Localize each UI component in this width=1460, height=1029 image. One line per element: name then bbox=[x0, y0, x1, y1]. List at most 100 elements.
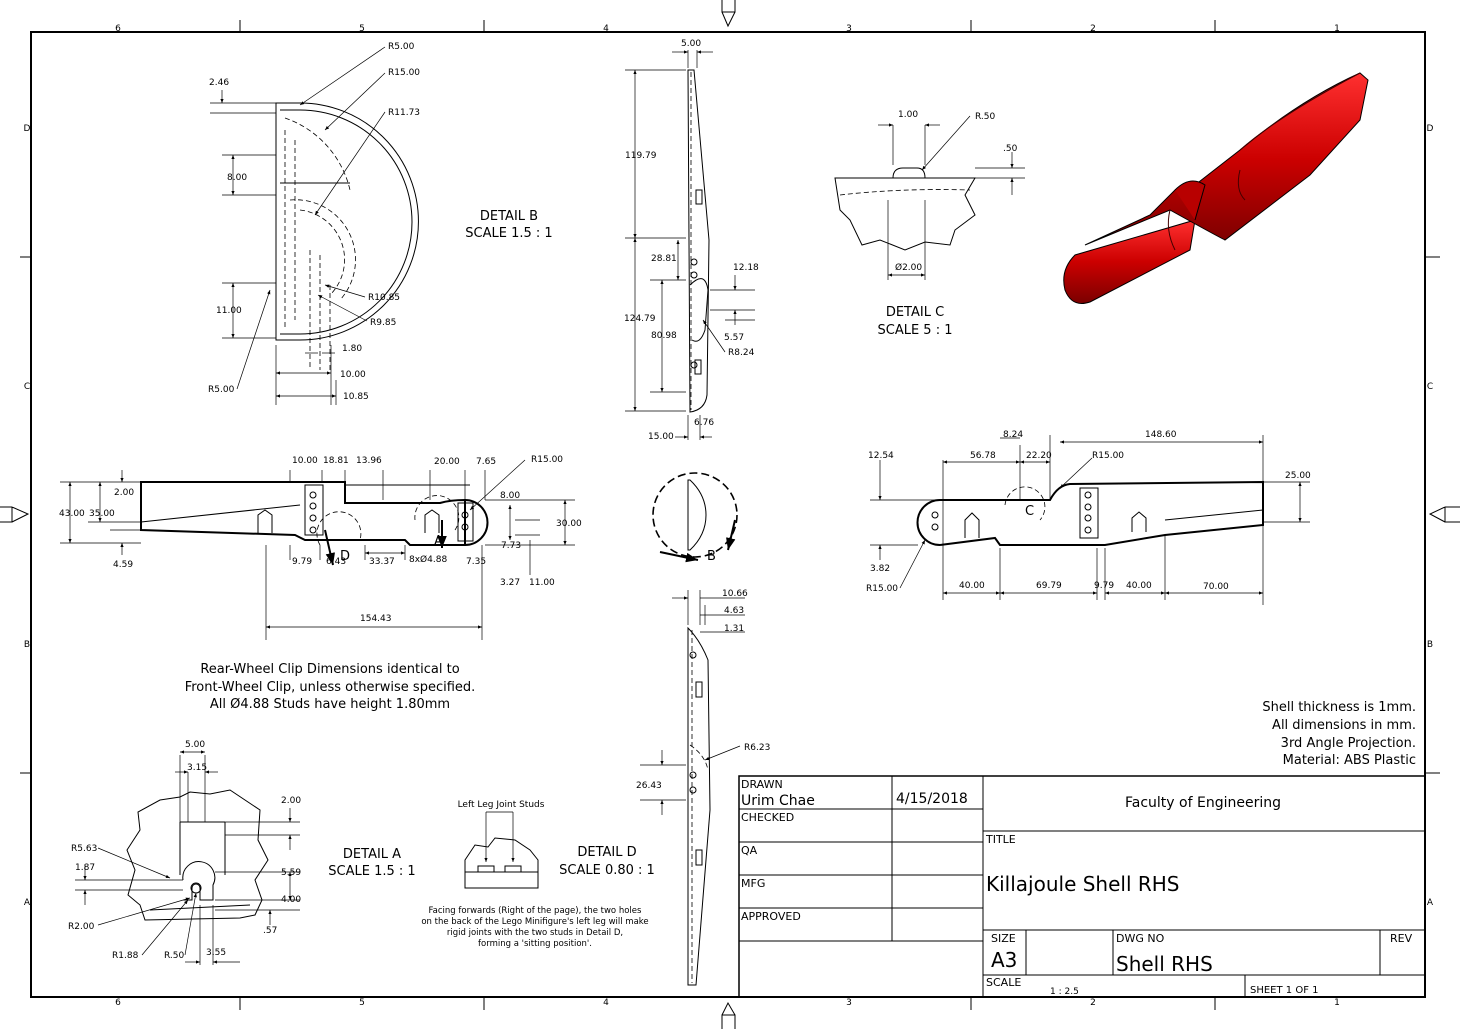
note-line: Front-Wheel Clip, unless otherwise speci… bbox=[185, 680, 476, 695]
dimension-label: 80.98 bbox=[651, 331, 677, 341]
shell-3d-model bbox=[1063, 72, 1369, 304]
general-notes: Shell thickness is 1mm. All dimensions i… bbox=[1262, 700, 1416, 768]
dwg-no: Shell RHS bbox=[1116, 952, 1213, 976]
dimension-label: 8.00 bbox=[500, 491, 520, 501]
dimension-label: R11.73 bbox=[388, 108, 420, 118]
row-label-left: A bbox=[24, 898, 31, 908]
dimension-label: R15.00 bbox=[866, 584, 898, 594]
side-view-bottom: 10.66 4.63 1.31 R6.23 26.43 bbox=[636, 589, 770, 986]
detail-c-scale: SCALE 5 : 1 bbox=[878, 323, 953, 338]
dimension-label: 70.00 bbox=[1203, 582, 1229, 592]
dimension-label: 8.24 bbox=[1003, 430, 1023, 440]
dimension-label: 40.00 bbox=[1126, 581, 1152, 591]
drawing-scale: 1 : 2.5 bbox=[1050, 987, 1079, 997]
dimension-label: R.50 bbox=[975, 112, 996, 122]
dimension-label: 10.00 bbox=[340, 370, 366, 380]
side-view-top: 5.00 119.79 28.81 124.79 80.98 12.18 5.5… bbox=[624, 39, 759, 442]
detail-d-title: DETAIL D SCALE 0.80 : 1 bbox=[559, 845, 655, 878]
dimension-label: 3.27 bbox=[500, 578, 520, 588]
detail-c-view: 1.00 R.50 .50 Ø2.00 bbox=[834, 110, 1025, 280]
dimension-label: 4.63 bbox=[724, 606, 744, 616]
dimension-label: 22.20 bbox=[1026, 451, 1052, 461]
dimension-label: 6.43 bbox=[326, 557, 346, 567]
dimension-label: 119.79 bbox=[625, 151, 657, 161]
dimension-label: 43.00 bbox=[59, 509, 85, 519]
note-line: 3rd Angle Projection. bbox=[1281, 736, 1416, 751]
dimension-label: R2.00 bbox=[68, 922, 95, 932]
dimension-label: .50 bbox=[1003, 144, 1018, 154]
note-line: Rear-Wheel Clip Dimensions identical to bbox=[200, 662, 459, 677]
dimension-label: 10.85 bbox=[343, 392, 369, 402]
note-line: All Ø4.88 Studs have height 1.80mm bbox=[210, 697, 450, 712]
col-label-top: 3 bbox=[846, 24, 852, 34]
scale-label: SCALE bbox=[986, 976, 1021, 989]
front-view-dimensions: 10.00 18.81 13.96 20.00 7.65 R15.00 8.00… bbox=[59, 455, 582, 624]
dimension-label: R.50 bbox=[164, 951, 185, 961]
detail-b-name: DETAIL B bbox=[480, 209, 538, 224]
dimension-label: 154.43 bbox=[360, 614, 392, 624]
dimension-label: 1.80 bbox=[342, 344, 362, 354]
note-line: forming a 'sitting position'. bbox=[478, 939, 592, 949]
detail-c-name: DETAIL C bbox=[886, 305, 944, 320]
dimension-label: 5.57 bbox=[724, 333, 744, 343]
title-block: DRAWN Urim Chae 4/15/2018 CHECKED QA MFG… bbox=[738, 775, 1426, 998]
note-line: All dimensions in mm. bbox=[1272, 718, 1416, 733]
detail-a-view: 5.00 3.15 2.00 R5.63 1.87 5.59 4.00 .57 … bbox=[68, 740, 301, 965]
dimension-label: 7.65 bbox=[476, 457, 496, 467]
detail-b-callout: B bbox=[652, 472, 738, 564]
dimension-label: R5.00 bbox=[208, 385, 235, 395]
detail-a-scale: SCALE 1.5 : 1 bbox=[328, 864, 415, 879]
dimension-label: 13.96 bbox=[356, 456, 382, 466]
view-marker-c: C bbox=[1025, 504, 1034, 519]
title-label: TITLE bbox=[985, 833, 1016, 846]
sheet-size: A3 bbox=[991, 948, 1017, 972]
dimension-label: R6.23 bbox=[744, 743, 770, 753]
detail-b-dimensions: R5.00 R15.00 R11.73 2.46 8.00 11.00 R10.… bbox=[208, 42, 420, 402]
detail-d-scale: SCALE 0.80 : 1 bbox=[559, 863, 655, 878]
col-label-bottom: 1 bbox=[1334, 998, 1340, 1008]
dimension-label: 15.00 bbox=[648, 432, 674, 442]
drawn-label: DRAWN bbox=[741, 778, 783, 791]
dimension-label: 4.00 bbox=[281, 895, 301, 905]
note-line: Facing forwards (Right of the page), the… bbox=[429, 906, 642, 916]
clip-note: Rear-Wheel Clip Dimensions identical to … bbox=[185, 662, 476, 712]
view-marker-d: D bbox=[340, 549, 350, 564]
col-label-bottom: 3 bbox=[846, 998, 852, 1008]
dimension-label: .57 bbox=[263, 926, 277, 936]
dimension-label: R15.00 bbox=[531, 455, 563, 465]
dimension-label: 40.00 bbox=[959, 581, 985, 591]
dimension-label: 33.37 bbox=[369, 557, 395, 567]
dimension-label: 3.15 bbox=[187, 763, 207, 773]
dimension-label: 4.59 bbox=[113, 560, 133, 570]
dimension-label: R15.00 bbox=[388, 68, 420, 78]
detail-a-title: DETAIL A SCALE 1.5 : 1 bbox=[328, 847, 415, 879]
row-label-left: D bbox=[24, 124, 31, 134]
detail-a-name: DETAIL A bbox=[343, 847, 401, 862]
side-view-dimensions: 5.00 119.79 28.81 124.79 80.98 12.18 5.5… bbox=[624, 39, 759, 442]
col-label-bottom: 6 bbox=[115, 998, 121, 1008]
dimension-label: 26.43 bbox=[636, 781, 662, 791]
front-view-left: D A 10.00 18.81 bbox=[59, 455, 582, 640]
dimension-label: 5.00 bbox=[681, 39, 701, 49]
row-label-left: B bbox=[24, 640, 30, 650]
dimension-label: R9.85 bbox=[370, 318, 396, 328]
detail-c-dimensions: 1.00 R.50 .50 Ø2.00 bbox=[895, 110, 1018, 273]
dimension-label: 3.82 bbox=[870, 564, 890, 574]
dimension-label: 148.60 bbox=[1145, 430, 1177, 440]
dimension-label: R15.00 bbox=[1092, 451, 1124, 461]
dimension-label: R10.85 bbox=[368, 293, 400, 303]
dimension-label: Ø2.00 bbox=[895, 262, 922, 273]
col-label-top: 5 bbox=[359, 24, 365, 34]
dimension-label: 9.79 bbox=[1094, 581, 1114, 591]
detail-c-title: DETAIL C SCALE 5 : 1 bbox=[878, 305, 953, 338]
dimension-label: 8xØ4.88 bbox=[409, 554, 447, 565]
dimension-label: 5.00 bbox=[185, 740, 205, 750]
dimension-label: 20.00 bbox=[434, 457, 460, 467]
dimension-label: R1.88 bbox=[112, 951, 139, 961]
dimension-label: 7.73 bbox=[501, 541, 521, 551]
detail-b-view: R5.00 R15.00 R11.73 2.46 8.00 11.00 R10.… bbox=[208, 42, 420, 405]
qa-label: QA bbox=[741, 844, 758, 857]
dimension-label: 11.00 bbox=[529, 578, 555, 588]
note-line: on the back of the Lego Minifigure's lef… bbox=[421, 917, 648, 927]
